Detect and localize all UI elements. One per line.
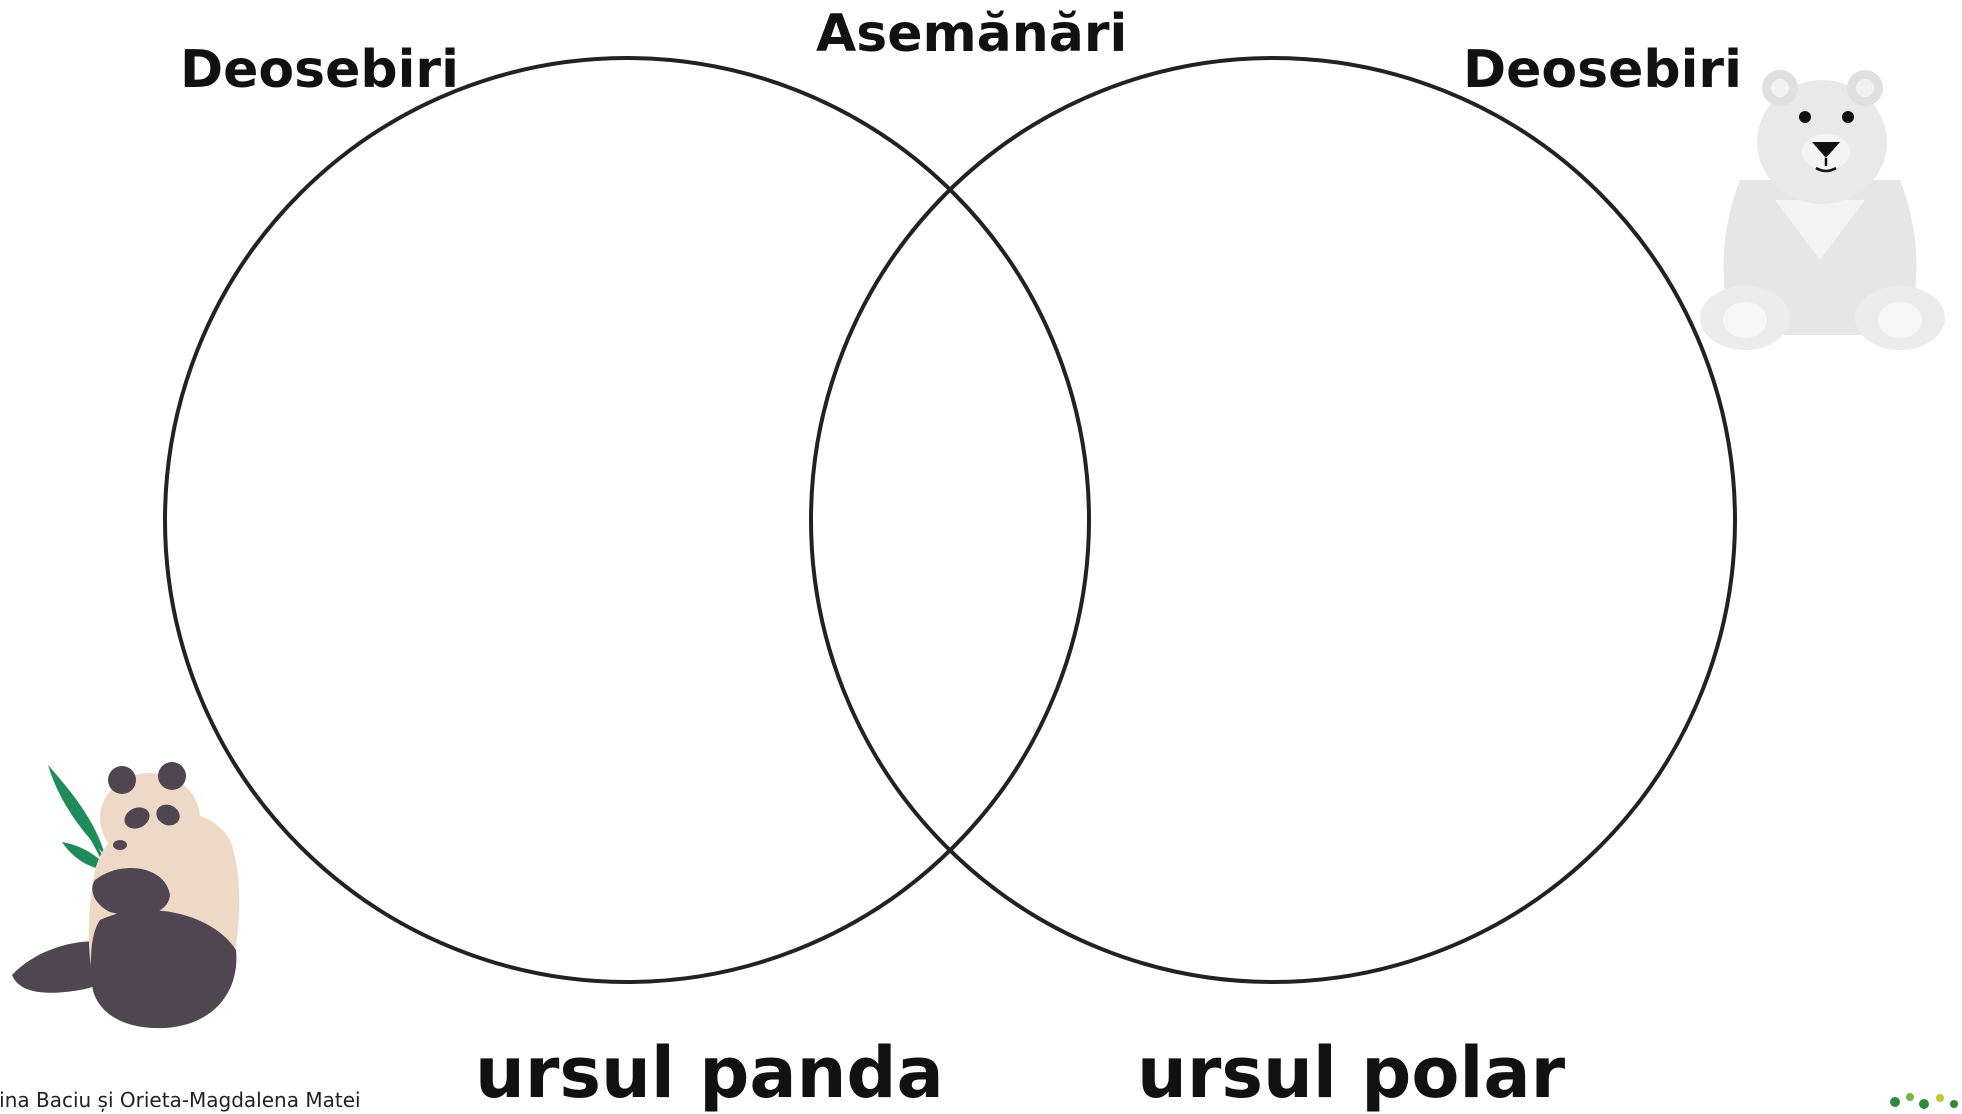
bamboo-leaf-icon <box>48 765 105 855</box>
similarities-heading: Asemănări <box>816 8 1127 60</box>
left-circle <box>165 58 1089 982</box>
right-subject-label: ursul polar <box>1137 1038 1565 1108</box>
author-credit: Lina Baciu și Orieta-Magdalena Matei <box>0 1090 361 1110</box>
right-differences-heading: Deosebiri <box>1463 44 1742 96</box>
left-differences-heading: Deosebiri <box>180 44 459 96</box>
left-subject-label: ursul panda <box>475 1038 944 1108</box>
logo-leaf-mark <box>1890 1093 1958 1109</box>
polar-bear-illustration <box>1700 70 1945 350</box>
right-circle <box>811 58 1735 982</box>
panda-illustration <box>12 762 239 1028</box>
